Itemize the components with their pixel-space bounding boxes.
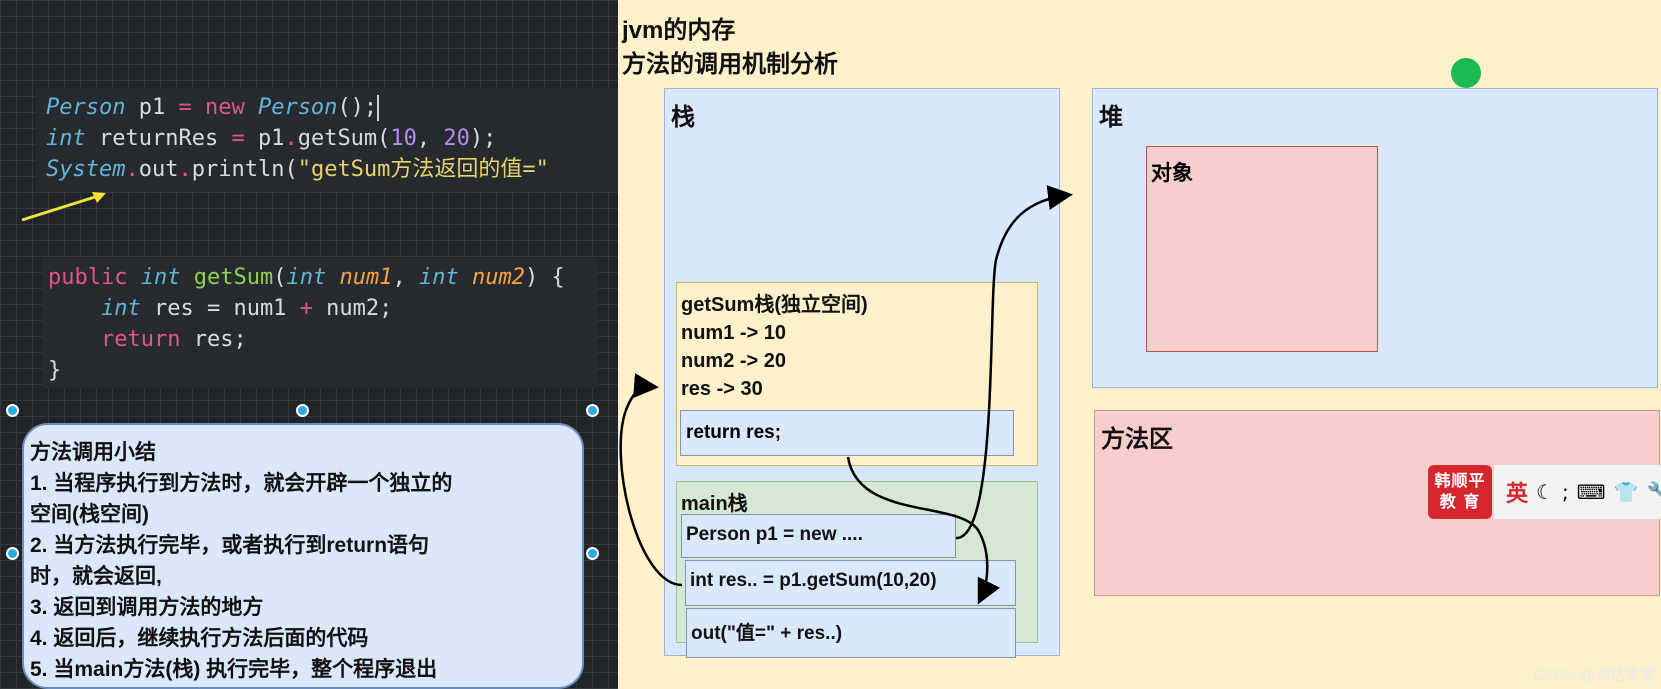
summary-note[interactable]: 方法调用小结 1. 当程序执行到方法时，就会开辟一个独立的 空间(栈空间) 2.… xyxy=(22,423,584,689)
heap-label: 堆 xyxy=(1099,104,1123,131)
summary-line: 时，就会返回, xyxy=(30,565,162,588)
diagram-subtitle: 方法的调用机制分析 xyxy=(622,51,838,78)
summary-line: 4. 返回后，继续执行方法后面的代码 xyxy=(30,627,369,650)
summary-title: 方法调用小结 xyxy=(30,441,156,464)
code-line: } xyxy=(48,358,62,383)
jvm-memory-diagram: jvm的内存 方法的调用机制分析 栈 堆 对象 方法区 getSum栈(独立空间… xyxy=(618,0,1661,689)
resize-handle[interactable] xyxy=(6,404,19,417)
code-line: Person p1 = new Person(); xyxy=(46,95,380,121)
summary-line: 2. 当方法执行完毕，或者执行到return语句 xyxy=(30,534,430,557)
editor-canvas: Person p1 = new Person(); int returnRes … xyxy=(0,0,644,689)
frame-var: res -> 30 xyxy=(681,378,763,400)
heap-object-box[interactable]: 对象 xyxy=(1146,146,1378,352)
ime-language-toggle[interactable]: 英 xyxy=(1506,482,1529,507)
punct-icon[interactable]: ; xyxy=(1561,480,1569,504)
code-line: int res = num1 + num2; xyxy=(100,296,393,321)
call-arrow xyxy=(619,373,683,587)
summary-line: 空间(栈空间) xyxy=(30,503,149,526)
code-snippet-method: public int getSum(int num1, int num2) { … xyxy=(42,258,598,388)
wrench-icon[interactable]: 🔧 xyxy=(1646,480,1661,504)
code-line: return res; xyxy=(100,327,247,352)
frame-var: num1 -> 10 xyxy=(681,322,787,344)
ime-toolbar[interactable]: 英 ☾ ; ⌨ 👕 🔧 xyxy=(1494,465,1661,519)
code-line: System.out.println("getSum方法返回的值=" xyxy=(46,157,549,182)
moon-icon[interactable]: ☾ xyxy=(1536,480,1554,504)
annotation-arrow-icon xyxy=(21,192,106,222)
reference-arrow xyxy=(955,185,1073,540)
code-line: public int getSum(int num1, int num2) { xyxy=(48,265,565,290)
resize-handle[interactable] xyxy=(586,547,599,560)
summary-line: 1. 当程序执行到方法时，就会开辟一个独立的 xyxy=(30,472,453,495)
main-statement-box[interactable]: out("值=" + res..) xyxy=(686,608,1016,658)
code-line: int returnRes = p1.getSum(10, 20); xyxy=(46,126,497,151)
shirt-icon[interactable]: 👕 xyxy=(1613,480,1639,504)
return-arrow xyxy=(846,456,1001,605)
main-statement-box[interactable]: Person p1 = new .... xyxy=(681,514,956,558)
brand-logo: 韩顺平 教 育 xyxy=(1428,465,1492,519)
connector-arrows xyxy=(619,185,1073,605)
move-cursor-icon[interactable] xyxy=(1451,58,1481,88)
resize-handle[interactable] xyxy=(6,547,19,560)
resize-handle[interactable] xyxy=(586,404,599,417)
logo-line: 韩顺平 xyxy=(1434,471,1486,490)
return-statement-box[interactable]: return res; xyxy=(680,410,1014,456)
frame-var: num2 -> 20 xyxy=(681,350,787,372)
stack-label: 栈 xyxy=(671,104,695,131)
frame-header: getSum栈(独立空间) xyxy=(681,294,868,316)
text-cursor xyxy=(377,95,380,121)
method-area-label: 方法区 xyxy=(1101,426,1173,453)
logo-line: 教 育 xyxy=(1439,492,1481,511)
code-snippet-call: Person p1 = new Person(); int returnRes … xyxy=(36,88,644,192)
summary-line: 5. 当main方法(栈) 执行完毕，整个程序退出 xyxy=(30,658,438,681)
summary-line: 3. 返回到调用方法的地方 xyxy=(30,596,264,619)
diagram-title: jvm的内存 xyxy=(622,17,736,44)
resize-handle[interactable] xyxy=(296,404,309,417)
watermark: CSDN @戏拈秃笔 xyxy=(1533,667,1655,684)
object-label: 对象 xyxy=(1151,162,1193,185)
main-statement-box[interactable]: int res.. = p1.getSum(10,20) xyxy=(685,560,1016,606)
keyboard-icon[interactable]: ⌨ xyxy=(1576,480,1606,504)
frame-header: main栈 xyxy=(681,493,748,515)
